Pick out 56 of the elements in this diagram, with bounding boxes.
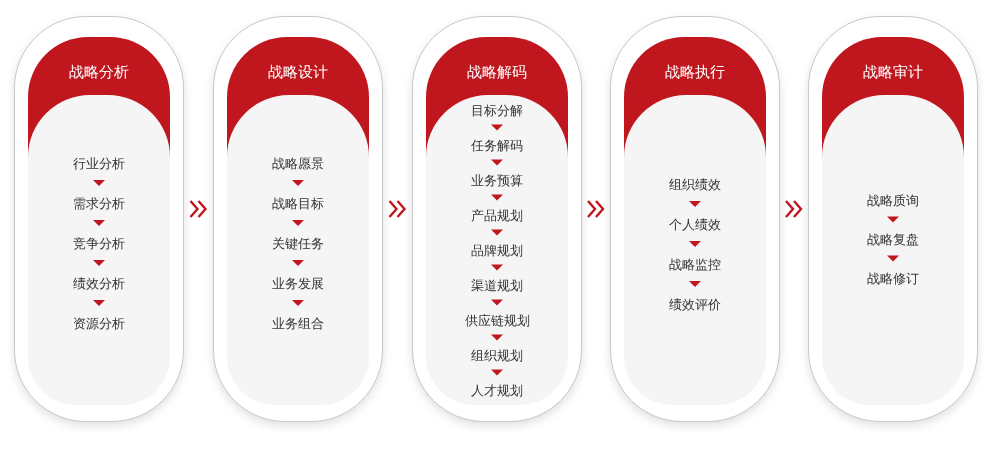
down-arrow [491,264,503,271]
chevron-arrow [388,199,407,219]
step-text: 绩效评价 [669,296,721,314]
down-arrow [491,369,503,376]
step-text: 个人绩效 [669,216,721,234]
stage-card [14,16,184,422]
step-text: 供应链规划 [464,312,530,330]
step-text: 业务组合 [272,315,324,333]
down-arrow [887,255,899,262]
step-text: 竞争分析 [73,235,125,253]
down-arrow [689,281,701,287]
stage-card [213,16,383,422]
down-arrow [491,299,503,306]
down-arrow [93,220,105,226]
step-text: 战略目标 [272,195,324,213]
step-text: 行业分析 [73,155,125,173]
down-arrow [93,180,105,186]
step-text: 战略监控 [669,256,721,274]
stage-card [808,16,978,422]
down-arrow [491,159,503,166]
step-text: 人才规划 [471,382,523,400]
down-arrow [292,220,304,226]
step-text: 渠道规划 [471,277,523,295]
down-arrow [491,334,503,341]
down-arrow [491,124,503,131]
chevron-arrow [784,199,803,219]
step-text: 战略修订 [867,270,919,288]
step-text: 业务发展 [272,275,324,293]
step-text: 战略质询 [867,192,919,210]
chevron-arrow [189,199,208,219]
down-arrow [292,300,304,306]
down-arrow [93,300,105,306]
step-text: 产品规划 [471,207,523,225]
down-arrow [689,241,701,247]
step-text: 资源分析 [73,315,125,333]
chevron-arrow [586,199,605,219]
step-text: 绩效分析 [73,275,125,293]
down-arrow [689,201,701,207]
step-text: 关键任务 [272,235,324,253]
stage-card [610,16,780,422]
down-arrow [887,216,899,223]
down-arrow [292,180,304,186]
down-arrow [93,260,105,266]
step-text: 任务解码 [471,137,523,155]
step-text: 组织绩效 [669,176,721,194]
step-text: 需求分析 [73,195,125,213]
step-text: 目标分解 [471,102,523,120]
step-text: 战略愿景 [272,155,324,173]
down-arrow [491,194,503,201]
stage-card [412,16,582,422]
step-text: 战略复盘 [867,231,919,249]
down-arrow [491,229,503,236]
step-text: 业务预算 [471,172,523,190]
down-arrow [292,260,304,266]
step-text: 品牌规划 [471,242,523,260]
step-text: 组织规划 [471,347,523,365]
